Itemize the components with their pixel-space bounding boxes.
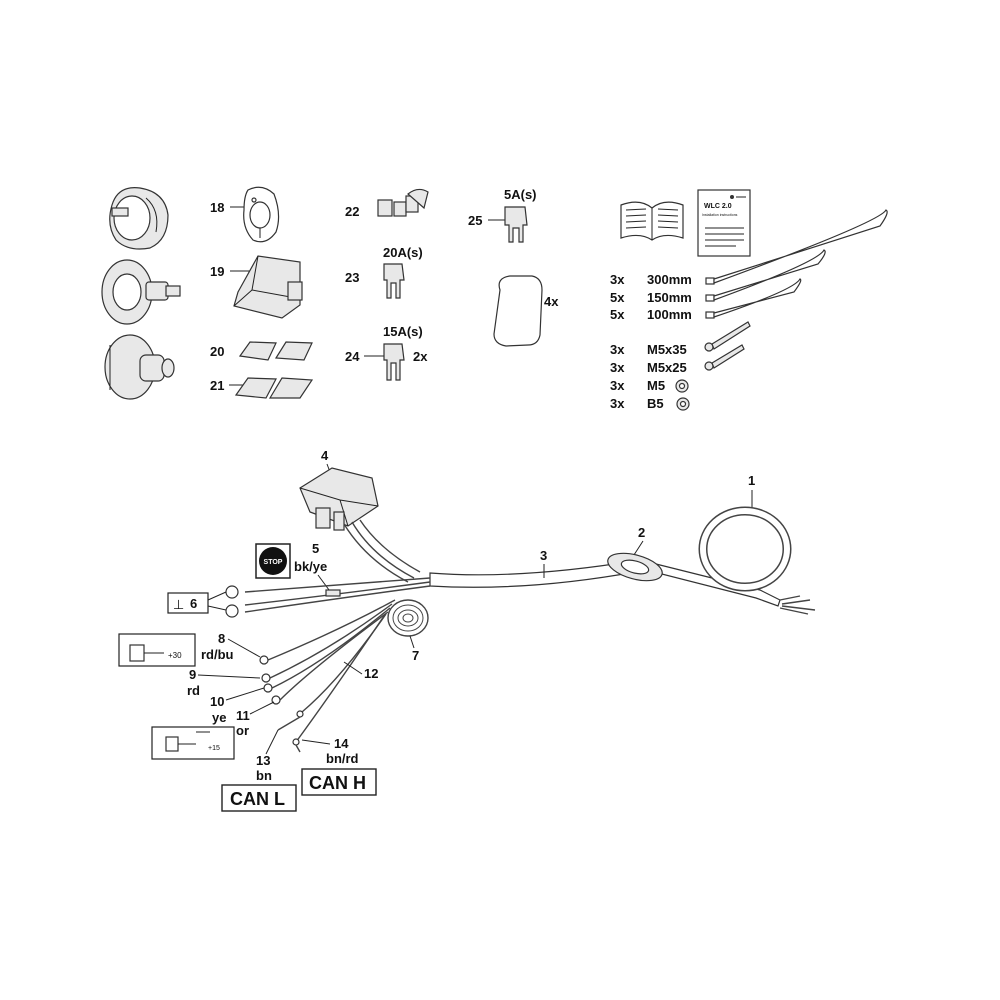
label-part-8: 8	[218, 631, 225, 646]
label-part-9: 9	[189, 667, 196, 682]
label-part-24: 24	[345, 349, 360, 364]
connector-4	[299, 467, 379, 531]
main-cable-3	[343, 519, 781, 607]
label-part-23: 23	[345, 270, 359, 285]
can-l-text: CAN L	[230, 789, 285, 809]
wire-color-9: rd	[187, 683, 200, 698]
stop-text: STOP	[264, 559, 283, 566]
hw-desc-6: B5	[647, 396, 664, 411]
adhesive-pads-21	[234, 377, 314, 399]
label-part-2: 2	[638, 525, 645, 540]
label-part-3: 3	[540, 548, 547, 563]
can-l-box: CAN L	[221, 784, 297, 812]
hw-qty-0: 3x	[610, 272, 625, 287]
can-wires	[277, 710, 304, 753]
fuse-23	[383, 263, 405, 299]
nut-m5	[675, 379, 689, 393]
hw-qty-5: 3x	[610, 378, 625, 393]
hw-qty-4: 3x	[610, 360, 625, 375]
label-part-18: 18	[210, 200, 224, 215]
hw-desc-0: 300mm	[647, 272, 692, 287]
screw-m5x25	[704, 344, 745, 371]
wire-color-10: ye	[212, 710, 226, 725]
fuse-24	[383, 343, 405, 381]
label-part-25: 25	[468, 213, 482, 228]
adhesive-pads-20	[238, 341, 313, 361]
wire-color-8: rd/bu	[201, 647, 234, 662]
can-h-box: CAN H	[301, 768, 377, 796]
ground-icon: ⊥	[167, 592, 209, 614]
fuse-23-rating: 20A(s)	[383, 245, 423, 260]
label-part-21: 21	[210, 378, 224, 393]
socket-flange-middle	[101, 259, 181, 325]
pads-qty: 4x	[544, 294, 559, 309]
ground-symbol: ⊥	[173, 598, 184, 613]
fuse-25	[504, 206, 528, 243]
wire-color-14: bn/rd	[326, 751, 359, 766]
socket-housing-top	[109, 187, 169, 250]
label-part-19: 19	[210, 264, 224, 279]
label-part-14: 14	[334, 736, 349, 751]
manual-title: WLC 2.0	[704, 203, 732, 210]
plus30-text: +30	[168, 651, 182, 660]
fuse-25-rating: 5A(s)	[504, 187, 537, 202]
book-icon	[620, 201, 684, 241]
cable-tie-300	[705, 209, 888, 285]
fuse-24-qty: 2x	[413, 349, 428, 364]
label-part-7: 7	[412, 648, 419, 663]
cable-coil-1	[698, 506, 816, 615]
hw-desc-3: M5x35	[647, 342, 687, 357]
hw-desc-2: 100mm	[647, 307, 692, 322]
gasket-18	[243, 186, 280, 243]
cable-tie-100	[705, 278, 802, 319]
label-part-20: 20	[210, 344, 224, 359]
label-part-13: 13	[256, 753, 270, 768]
label-part-4: 4	[321, 448, 329, 463]
stop-sign-icon: STOP	[255, 543, 291, 579]
cable-tie-150	[705, 249, 826, 302]
hardware-list: 3x 300mm 5x 150mm 5x 100mm 3x M5x35 3x M…	[610, 272, 692, 411]
module-19	[233, 255, 303, 319]
socket-flange-bottom	[104, 334, 175, 400]
hw-qty-3: 3x	[610, 342, 625, 357]
battery-plus30-icon: +30	[118, 633, 196, 667]
wire-color-5: bk/ye	[294, 559, 327, 574]
manual-subtitle: Installation instructions	[702, 213, 738, 217]
rubber-pads	[493, 275, 543, 347]
hw-qty-6: 3x	[610, 396, 625, 411]
hw-desc-5: M5	[647, 378, 665, 393]
label-part-1: 1	[748, 473, 755, 488]
connector-clips-22	[377, 188, 429, 217]
hw-desc-4: M5x25	[647, 360, 687, 375]
hw-qty-1: 5x	[610, 290, 625, 305]
label-part-22: 22	[345, 204, 359, 219]
cable-coil-7	[387, 599, 429, 637]
screw-m5x35	[704, 321, 751, 352]
label-part-6: 6	[190, 596, 197, 611]
label-part-11: 11	[236, 708, 250, 723]
hw-qty-2: 5x	[610, 307, 625, 322]
fuse-24-rating: 15A(s)	[383, 324, 423, 339]
washer-b5	[676, 397, 690, 411]
wire-color-13: bn	[256, 768, 272, 783]
ignition-plus15-icon: +15	[151, 726, 235, 760]
wire-color-11: or	[236, 723, 249, 738]
hw-desc-1: 150mm	[647, 290, 692, 305]
grommet-2	[607, 552, 663, 582]
label-part-12: 12	[364, 666, 378, 681]
ground-branch	[225, 577, 431, 618]
label-part-5: 5	[312, 541, 319, 556]
label-part-10: 10	[210, 694, 224, 709]
can-h-text: CAN H	[309, 773, 366, 793]
plus15-text: +15	[208, 745, 220, 752]
manual-document: WLC 2.0 Installation instructions	[697, 189, 751, 257]
